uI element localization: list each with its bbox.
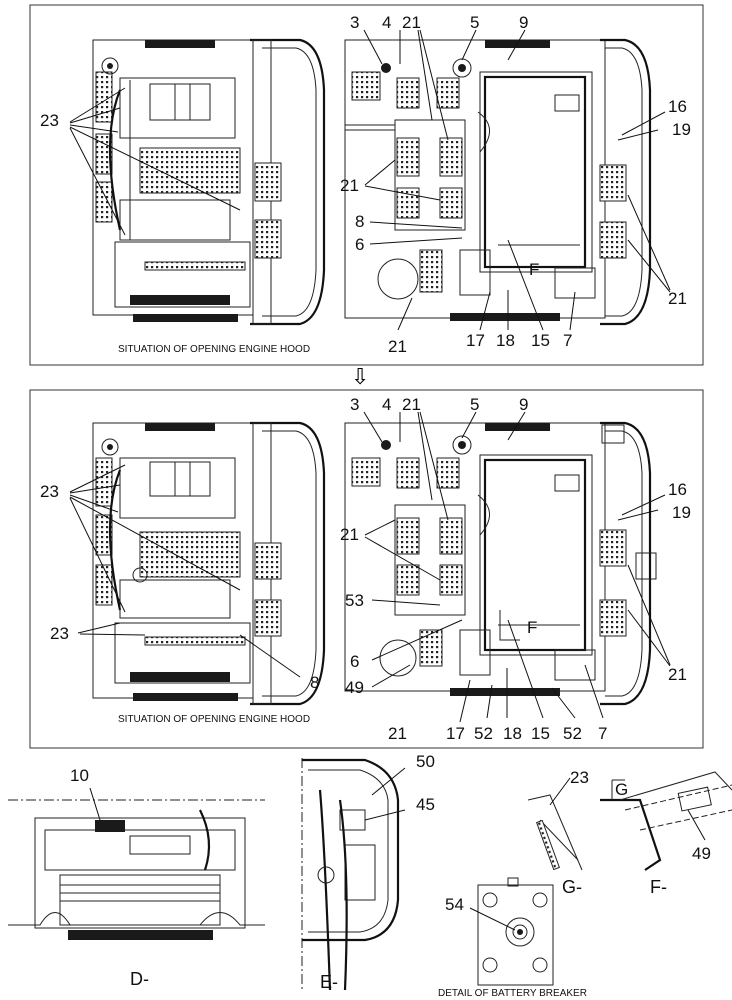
view-label-d: D- [130, 969, 149, 989]
battery-breaker-detail: 54 DETAIL OF BATTERY BREAKER [438, 877, 587, 999]
mid-right-engine-view [344, 421, 657, 706]
bottom-callout-50: 50 [416, 752, 435, 771]
top-callout-18: 18 [496, 331, 515, 350]
bottom-callout-10: 10 [70, 766, 89, 785]
mid-callout-19: 19 [672, 503, 691, 522]
mid-callout-8: 8 [310, 673, 319, 692]
mid-callout-15: 15 [531, 724, 550, 743]
mid-callout-16: 16 [668, 480, 687, 499]
middle-panel: 23 23 8 3 4 21 5 9 16 19 21 53 6 49 21 2… [29, 389, 704, 749]
mid-callout-18: 18 [503, 724, 522, 743]
top-callout-19: 19 [672, 120, 691, 139]
top-panel-caption: SITUATION OF OPENING ENGINE HOOD [118, 344, 310, 355]
down-arrow-icon: ⇩ [351, 365, 369, 390]
top-panel: 23 3 4 21 5 9 16 19 21 8 6 21 21 17 18 1… [29, 4, 704, 366]
leaders-top-left [69, 87, 241, 236]
top-callout-9: 9 [519, 13, 528, 32]
leaders-mid-right [363, 411, 671, 723]
top-callout-6: 6 [355, 235, 364, 254]
view-label-e: E- [320, 972, 338, 992]
mid-callout-23-b: 23 [50, 624, 69, 643]
top-panel-frame [29, 4, 704, 366]
mid-callout-21-a: 21 [402, 395, 421, 414]
mid-callout-7: 7 [598, 724, 607, 743]
top-callout-21-a: 21 [402, 13, 421, 32]
leaders-mid-left [69, 464, 301, 678]
detail-d-view: 10 D- [8, 766, 265, 989]
mid-callout-9: 9 [519, 395, 528, 414]
view-marker-g: G [615, 780, 628, 799]
top-callout-21-b: 21 [340, 176, 359, 195]
bottom-callout-54: 54 [445, 895, 464, 914]
middle-panel-frame [29, 389, 704, 749]
top-left-engine-view [92, 38, 326, 326]
mid-callout-21-d: 21 [388, 724, 407, 743]
top-callout-4: 4 [382, 13, 391, 32]
mid-callout-3: 3 [350, 395, 359, 414]
mid-left-engine-view [92, 421, 326, 706]
detail-f-view: G 49 F- [600, 771, 732, 897]
detail-g-view: 23 G- [527, 768, 589, 897]
bottom-callout-23: 23 [570, 768, 589, 787]
mid-callout-53: 53 [345, 591, 364, 610]
middle-panel-caption: SITUATION OF OPENING ENGINE HOOD [118, 714, 310, 725]
mid-view-marker-f: F [527, 618, 537, 637]
mid-callout-21-c: 21 [668, 665, 687, 684]
mid-callout-23-a: 23 [40, 482, 59, 501]
top-callout-7: 7 [563, 331, 572, 350]
mid-callout-49: 49 [345, 678, 364, 697]
leaders-top-right [363, 29, 671, 331]
mid-callout-52-b: 52 [563, 724, 582, 743]
bottom-callout-49: 49 [692, 844, 711, 863]
top-callout-23: 23 [40, 111, 59, 130]
top-callout-21-c: 21 [668, 289, 687, 308]
battery-detail-caption: DETAIL OF BATTERY BREAKER [438, 988, 587, 999]
mid-callout-52-a: 52 [474, 724, 493, 743]
top-callout-17: 17 [466, 331, 485, 350]
top-callout-3: 3 [350, 13, 359, 32]
mid-callout-6: 6 [350, 652, 359, 671]
top-view-marker-f: F [529, 260, 539, 279]
mid-callout-17: 17 [446, 724, 465, 743]
top-callout-8: 8 [355, 212, 364, 231]
detail-e-view: 50 45 E- [301, 752, 435, 992]
top-callout-5: 5 [470, 13, 479, 32]
view-label-f: F- [650, 877, 667, 897]
top-right-engine-view [344, 38, 652, 326]
bottom-callout-45: 45 [416, 795, 435, 814]
mid-callout-21-b: 21 [340, 525, 359, 544]
top-callout-21-d: 21 [388, 337, 407, 356]
mid-callout-5: 5 [470, 395, 479, 414]
top-callout-16: 16 [668, 97, 687, 116]
view-label-g: G- [562, 877, 582, 897]
top-callout-15: 15 [531, 331, 550, 350]
mid-callout-4: 4 [382, 395, 391, 414]
